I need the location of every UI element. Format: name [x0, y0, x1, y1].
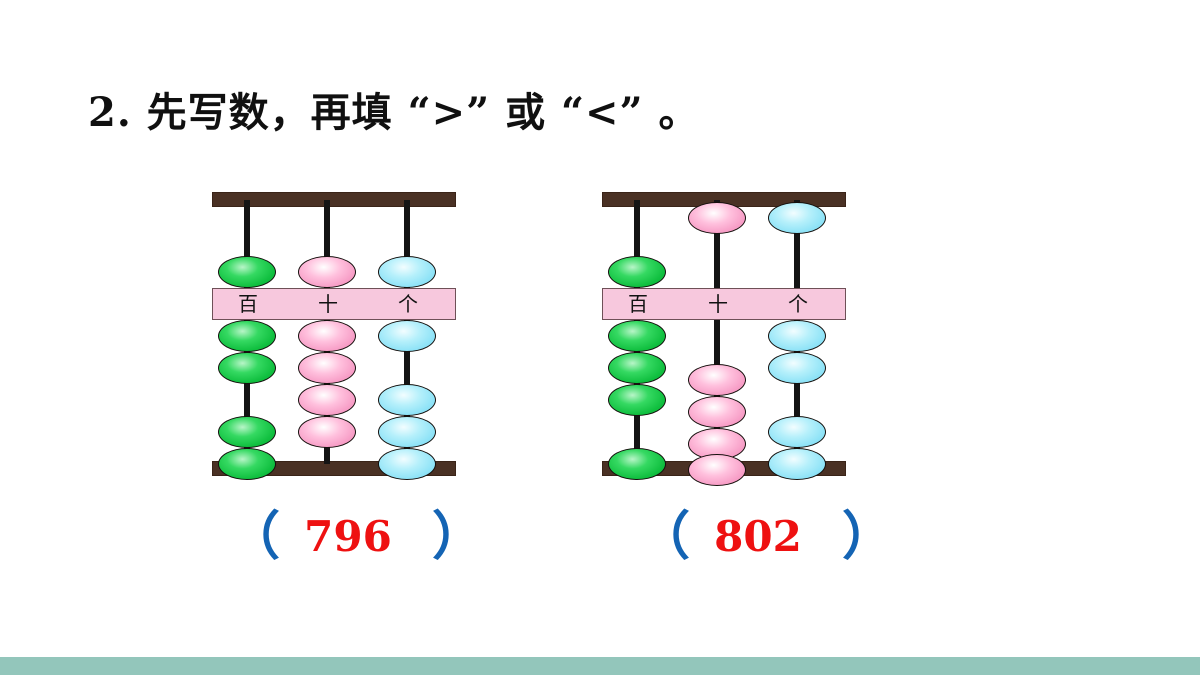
place-label-ones: 个: [788, 292, 808, 316]
abacus-bead-ones[interactable]: [768, 202, 826, 234]
open-paren-right: （: [638, 506, 691, 567]
abacus-bead-hundreds[interactable]: [608, 448, 666, 480]
abacus-place-label-band: 百 十 个: [602, 288, 846, 320]
abacus-bead-hundreds[interactable]: [218, 416, 276, 448]
answer-group-left: （ 796 ）: [228, 505, 484, 581]
abacus-bead-tens[interactable]: [688, 364, 746, 396]
open-paren-left: （: [228, 506, 281, 567]
abacus-bead-hundreds[interactable]: [608, 320, 666, 352]
abacus-bead-tens[interactable]: [688, 396, 746, 428]
abacus-bead-ones[interactable]: [768, 320, 826, 352]
abacus-bead-tens[interactable]: [298, 352, 356, 384]
abacus-left: 百 十 个: [212, 192, 456, 480]
abacus-bead-ones[interactable]: [378, 384, 436, 416]
abacus-place-label-band: 百 十 个: [212, 288, 456, 320]
answer-value-right[interactable]: 802: [714, 512, 802, 561]
answer-row: （ 796 ） ＜ （ 802 ）: [0, 505, 1200, 581]
abacus-bead-tens[interactable]: [688, 454, 746, 486]
close-paren-right: ）: [842, 506, 895, 567]
abacus-bead-tens[interactable]: [688, 202, 746, 234]
abacus-rod-tens: [714, 200, 720, 464]
place-label-tens: 十: [708, 292, 728, 316]
abacus-bead-ones[interactable]: [768, 352, 826, 384]
abacus-bead-hundreds[interactable]: [218, 256, 276, 288]
abacus-bead-ones[interactable]: [378, 320, 436, 352]
abacus-bead-tens[interactable]: [298, 320, 356, 352]
abacus-bead-hundreds[interactable]: [608, 256, 666, 288]
abacus-bead-hundreds[interactable]: [218, 352, 276, 384]
abacus-bead-ones[interactable]: [768, 448, 826, 480]
close-paren-left: ）: [432, 506, 485, 567]
abacus-frame-top-bar: [212, 192, 456, 207]
page-title: 2. 先写数，再填 “>” 或 “<” 。: [88, 89, 700, 136]
answer-group-right: （ 802 ）: [638, 505, 894, 581]
place-label-ones: 个: [398, 292, 418, 316]
abacus-bead-tens[interactable]: [298, 256, 356, 288]
abacus-bead-ones[interactable]: [378, 448, 436, 480]
abacus-bead-hundreds[interactable]: [218, 320, 276, 352]
abacus-bead-ones[interactable]: [378, 416, 436, 448]
abacus-bead-hundreds[interactable]: [218, 448, 276, 480]
bottom-decorative-strip: [0, 657, 1200, 675]
abacus-bead-ones[interactable]: [378, 256, 436, 288]
place-label-hundreds: 百: [628, 292, 648, 316]
abacus-bead-ones[interactable]: [768, 416, 826, 448]
abacus-bead-hundreds[interactable]: [608, 352, 666, 384]
abacus-bead-tens[interactable]: [298, 384, 356, 416]
answer-value-left[interactable]: 796: [304, 512, 392, 561]
place-label-hundreds: 百: [238, 292, 258, 316]
place-label-tens: 十: [318, 292, 338, 316]
abacus-bead-tens[interactable]: [298, 416, 356, 448]
abacus-bead-hundreds[interactable]: [608, 384, 666, 416]
abacus-right: 百 十 个: [602, 192, 846, 486]
